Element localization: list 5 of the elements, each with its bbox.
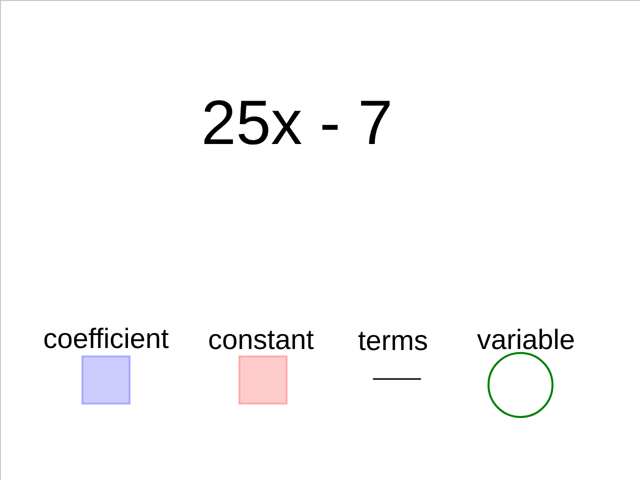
legend-label: variable — [477, 328, 574, 350]
legend-label: coefficient — [44, 328, 169, 348]
title: 25x - 7 — [204, 100, 390, 145]
legend-label: terms — [358, 332, 427, 350]
legend-label: constant — [209, 330, 314, 350]
